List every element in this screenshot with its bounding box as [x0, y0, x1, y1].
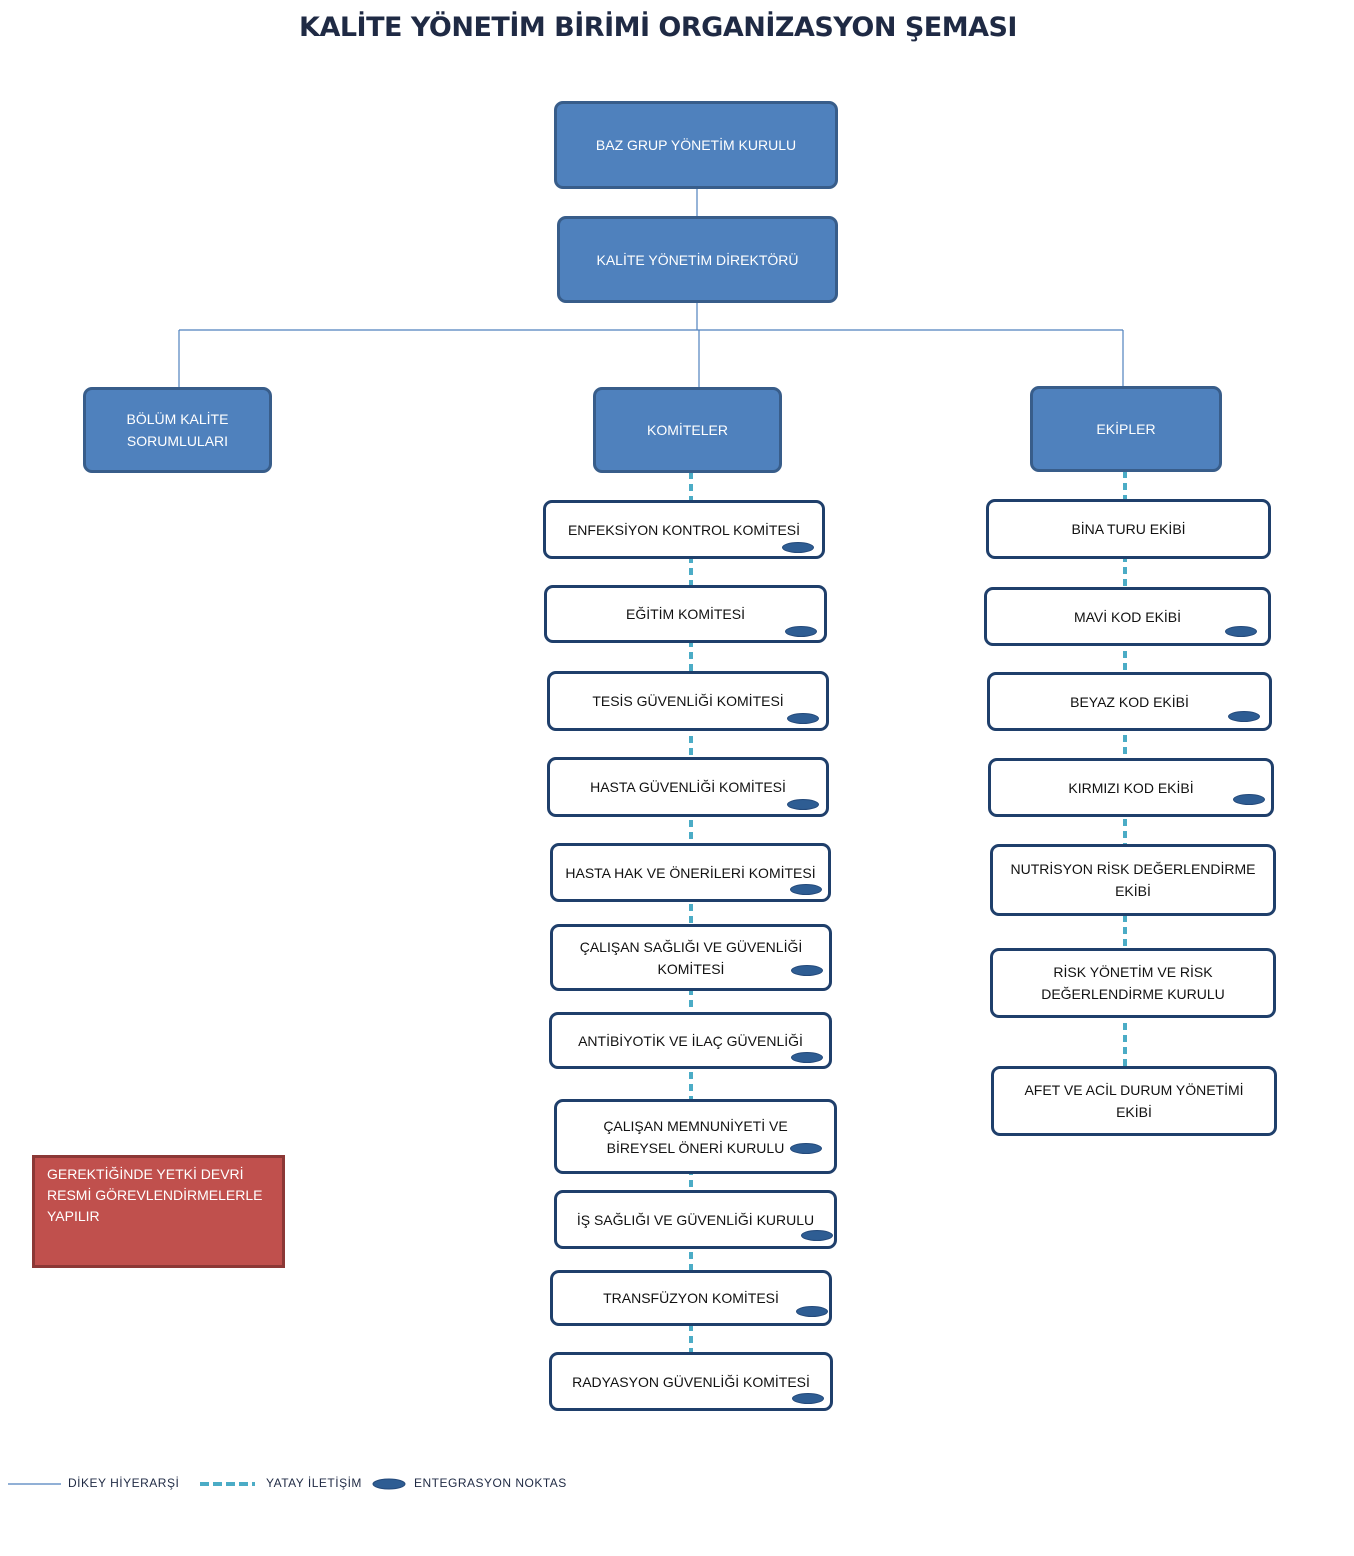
integration-point-icon: [1233, 794, 1265, 805]
legend-vertical-label: DİKEY HİYERARŞİ: [68, 1476, 180, 1490]
committees-node: KOMİTELER: [593, 387, 782, 473]
committee-label: ENFEKSİYON KONTROL KOMİTESİ: [567, 521, 801, 538]
integration-point-icon: [791, 965, 823, 976]
delegation-note-text: GEREKTİĞİNDE YETKİ DEVRİ RESMİ GÖREVLEND…: [47, 1166, 263, 1224]
committees-label: KOMİTELER: [647, 422, 728, 438]
committee-item: RADYASYON GÜVENLİĞİ KOMİTESİ: [549, 1352, 833, 1411]
committee-item: ÇALIŞAN MEMNUNİYETİ VE BİREYSEL ÖNERİ KU…: [554, 1099, 837, 1174]
integration-point-icon: [787, 713, 819, 724]
committee-item: ENFEKSİYON KONTROL KOMİTESİ: [543, 500, 825, 559]
team-item: KIRMIZI KOD EKİBİ: [988, 758, 1274, 817]
integration-point-icon: [801, 1230, 833, 1241]
team-label: BEYAZ KOD EKİBİ: [1070, 693, 1189, 710]
team-item: AFET VE ACİL DURUM YÖNETİMİ EKİBİ: [991, 1066, 1277, 1136]
team-label: AFET VE ACİL DURUM YÖNETİMİ EKİBİ: [1024, 1082, 1244, 1120]
teams-label: EKİPLER: [1096, 421, 1156, 437]
committee-item: TESİS GÜVENLİĞİ KOMİTESİ: [547, 671, 829, 731]
department-quality-node: BÖLÜM KALİTE SORUMLULARI: [83, 387, 272, 473]
team-label: RİSK YÖNETİM VE RİSK DEĞERLENDİRME KURUL…: [1041, 964, 1225, 1002]
committee-item: TRANSFÜZYON KOMİTESİ: [550, 1270, 832, 1326]
integration-point-icon: [1228, 711, 1260, 722]
committee-label: ÇALIŞAN MEMNUNİYETİ VE BİREYSEL ÖNERİ KU…: [603, 1117, 788, 1156]
team-item: NUTRİSYON RİSK DEĞERLENDİRME EKİBİ: [990, 844, 1276, 916]
director-node: KALİTE YÖNETİM DİREKTÖRÜ: [557, 216, 838, 303]
committee-label: HASTA HAK VE ÖNERİLERİ KOMİTESİ: [565, 864, 816, 881]
integration-point-icon: [792, 1393, 824, 1404]
legend-integration-label: ENTEGRASYON NOKTAS: [414, 1476, 567, 1490]
team-label: BİNA TURU EKİBİ: [1071, 521, 1186, 537]
integration-point-icon: [791, 1052, 823, 1063]
committee-item: EĞİTİM KOMİTESİ: [544, 585, 827, 643]
committee-item: ANTİBİYOTİK VE İLAÇ GÜVENLİĞİ: [549, 1012, 832, 1069]
page-title: KALİTE YÖNETİM BİRİMİ ORGANİZASYON ŞEMAS…: [299, 12, 1017, 43]
team-label: KIRMIZI KOD EKİBİ: [1068, 779, 1194, 796]
committee-item: HASTA HAK VE ÖNERİLERİ KOMİTESİ: [550, 843, 831, 902]
integration-point-icon: [785, 626, 817, 637]
team-item: RİSK YÖNETİM VE RİSK DEĞERLENDİRME KURUL…: [990, 948, 1276, 1018]
integration-point-icon: [782, 542, 814, 553]
board-node: BAZ GRUP YÖNETİM KURULU: [554, 101, 838, 189]
integration-point-icon: [1225, 626, 1257, 637]
team-label: MAVİ KOD EKİBİ: [1073, 608, 1182, 625]
integration-point-icon: [790, 1143, 822, 1154]
director-label: KALİTE YÖNETİM DİREKTÖRÜ: [596, 251, 799, 268]
team-item: MAVİ KOD EKİBİ: [984, 587, 1271, 646]
integration-point-icon: [796, 1306, 828, 1317]
integration-point-icon: [787, 799, 819, 810]
board-label: BAZ GRUP YÖNETİM KURULU: [595, 137, 797, 153]
committee-label: ANTİBİYOTİK VE İLAÇ GÜVENLİĞİ: [578, 1032, 803, 1049]
integration-point-icon: [790, 884, 822, 895]
committee-item: HASTA GÜVENLİĞİ KOMİTESİ: [547, 757, 829, 817]
committee-label: İŞ SAĞLIĞI VE GÜVENLİĞİ KURULU: [576, 1211, 815, 1228]
delegation-note: GEREKTİĞİNDE YETKİ DEVRİ RESMİ GÖREVLEND…: [32, 1155, 285, 1268]
committee-item: İŞ SAĞLIĞI VE GÜVENLİĞİ KURULU: [554, 1190, 837, 1249]
department-quality-label: BÖLÜM KALİTE SORUMLULARI: [126, 411, 229, 449]
team-item: BEYAZ KOD EKİBİ: [987, 672, 1272, 731]
teams-node: EKİPLER: [1030, 386, 1222, 472]
committee-label: ÇALIŞAN SAĞLIĞI VE GÜVENLİĞİ KOMİTESİ: [579, 938, 803, 977]
committee-label: HASTA GÜVENLİĞİ KOMİTESİ: [590, 779, 786, 795]
committee-label: RADYASYON GÜVENLİĞİ KOMİTESİ: [572, 1373, 810, 1390]
team-label: NUTRİSYON RİSK DEĞERLENDİRME EKİBİ: [1010, 861, 1256, 899]
committee-label: TESİS GÜVENLİĞİ KOMİTESİ: [592, 693, 784, 709]
committee-label: EĞİTİM KOMİTESİ: [625, 606, 745, 622]
team-item: BİNA TURU EKİBİ: [986, 499, 1271, 559]
committee-item: ÇALIŞAN SAĞLIĞI VE GÜVENLİĞİ KOMİTESİ: [550, 924, 832, 991]
legend-horizontal-label: YATAY İLETİŞİM: [266, 1476, 362, 1490]
committee-label: TRANSFÜZYON KOMİTESİ: [603, 1290, 779, 1306]
